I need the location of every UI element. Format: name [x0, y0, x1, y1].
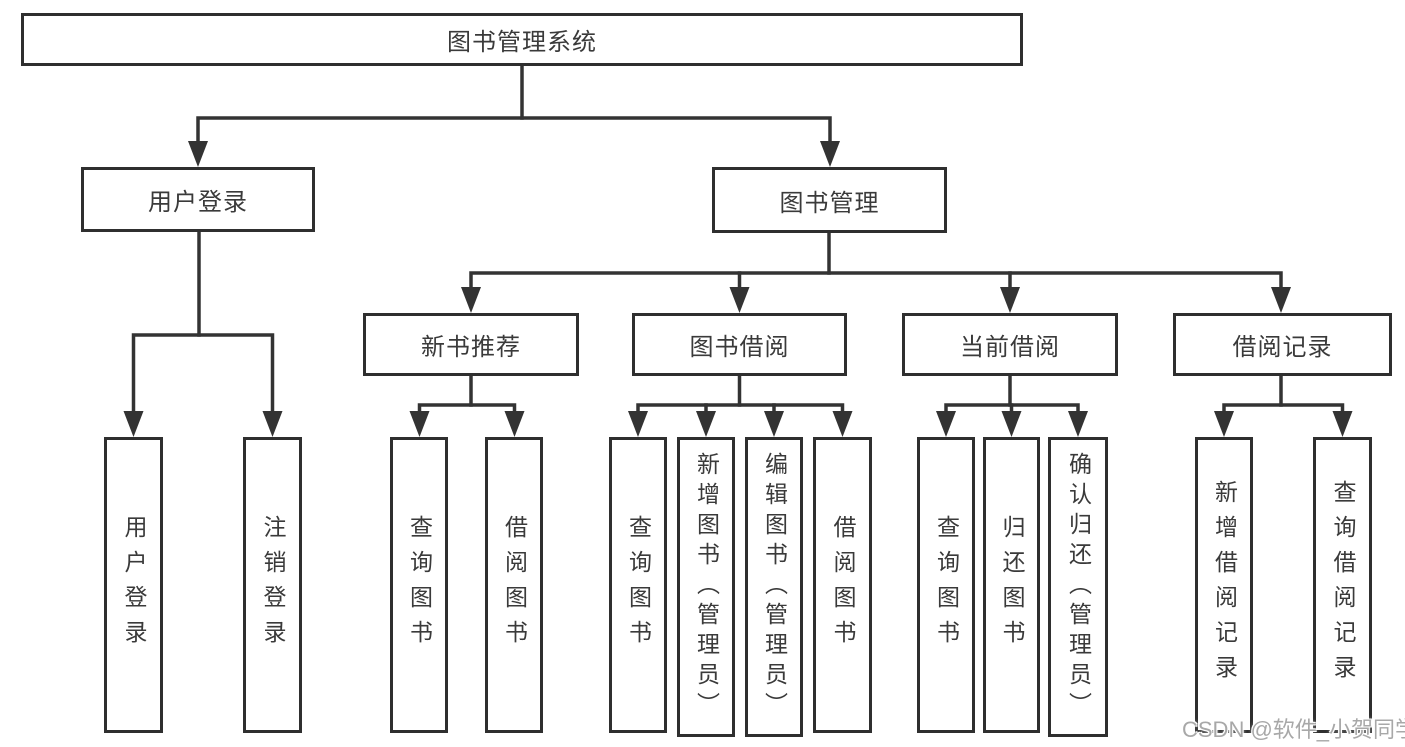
node-current-borrow: 当前借阅 [902, 313, 1118, 376]
leaf-bb-edit-book-label: 编辑图书（管理员） [761, 452, 788, 722]
leaf-br-add-record: 新增借阅记录 [1195, 437, 1253, 733]
leaf-nb-borrow-book-label: 借阅图书 [501, 515, 528, 655]
leaf-br-query-record-label: 查询借阅记录 [1330, 480, 1356, 690]
leaf-bb-add-book-label: 新增图书（管理员） [693, 452, 720, 722]
node-book-management: 图书管理 [712, 167, 947, 233]
node-borrow-record: 借阅记录 [1173, 313, 1392, 376]
leaf-cb-query-book-label: 查询图书 [933, 515, 960, 655]
leaf-bb-borrow-book: 借阅图书 [813, 437, 872, 733]
leaf-br-add-record-label: 新增借阅记录 [1211, 480, 1238, 690]
node-current-borrow-label: 当前借阅 [960, 334, 1060, 361]
node-book-borrow-label: 图书借阅 [689, 334, 790, 361]
leaf-logout: 注销登录 [243, 437, 302, 733]
leaf-nb-borrow-book: 借阅图书 [485, 437, 543, 733]
csdn-watermark: CSDN @软件_小贺同学 [1182, 717, 1405, 742]
leaf-nb-query-book: 查询图书 [390, 437, 448, 733]
leaf-cb-return-book-label: 归还图书 [999, 515, 1025, 655]
node-user-login-label: 用户登录 [148, 189, 248, 216]
leaf-br-query-record: 查询借阅记录 [1313, 437, 1372, 733]
node-new-book-recommend: 新书推荐 [363, 313, 579, 376]
node-user-login: 用户登录 [81, 167, 315, 232]
leaf-cb-confirm-return: 确认归还（管理员） [1048, 437, 1108, 737]
leaf-nb-query-book-label: 查询图书 [406, 515, 433, 655]
leaf-cb-return-book: 归还图书 [983, 437, 1040, 733]
node-new-book-recommend-label: 新书推荐 [421, 334, 521, 361]
arrowhead-icons [123, 141, 1353, 437]
leaf-cb-query-book: 查询图书 [917, 437, 975, 733]
leaf-bb-borrow-book-label: 借阅图书 [830, 515, 856, 655]
leaf-logout-label: 注销登录 [260, 515, 286, 655]
leaf-bb-query-book-label: 查询图书 [625, 515, 652, 655]
leaf-bb-edit-book: 编辑图书（管理员） [745, 437, 803, 737]
leaf-cb-confirm-return-label: 确认归还（管理员） [1065, 452, 1092, 722]
node-book-borrow: 图书借阅 [632, 313, 847, 376]
leaf-bb-add-book: 新增图书（管理员） [677, 437, 735, 737]
node-book-management-label: 图书管理 [779, 189, 880, 217]
node-root-label: 图书管理系统 [447, 29, 597, 56]
node-root: 图书管理系统 [21, 13, 1023, 66]
node-borrow-record-label: 借阅记录 [1232, 334, 1333, 361]
leaf-user-login: 用户登录 [104, 437, 163, 733]
leaf-bb-query-book: 查询图书 [609, 437, 667, 733]
leaf-user-login-label: 用户登录 [121, 515, 147, 655]
